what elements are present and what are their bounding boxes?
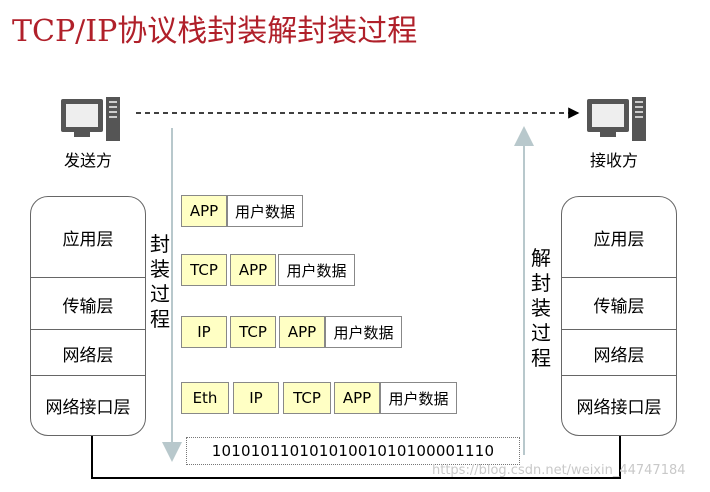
receiver-layer-transport: 传输层 [562,277,676,330]
tcp-header: TCP [283,382,331,414]
user-data: 用户数据 [380,382,457,414]
bitstream: 10101011010101001010100001110 [186,437,520,465]
receiver-stack: 应用层 传输层 网络层 网络接口层 [561,196,677,436]
app-header: APP [279,316,325,348]
receiver-label: 接收方 [590,151,639,170]
ip-header: IP [181,316,227,348]
physical-link [91,435,621,479]
tcp-header: TCP [181,254,227,286]
user-data: 用户数据 [278,254,355,286]
user-data: 用户数据 [227,195,303,227]
page-title: TCP/IP协议栈封装解封装过程 [12,14,418,49]
sender-computer-icon [60,96,122,146]
ip-header: IP [233,382,279,414]
tcp-header: TCP [230,316,276,348]
sender-stack: 应用层 传输层 网络层 网络接口层 [30,196,146,436]
sender-label: 发送方 [64,151,113,170]
eth-header: Eth [181,382,229,414]
receiver-layer-application: 应用层 [593,229,645,250]
user-data: 用户数据 [325,316,402,348]
app-header: APP [181,195,227,227]
decap-label: 解封装过程 [530,246,552,371]
sender-layer-application: 应用层 [62,229,114,250]
app-header: APP [230,254,276,286]
receiver-layer-link: 网络接口层 [562,375,676,435]
app-header: APP [334,382,380,414]
sender-layer-link: 网络接口层 [31,375,145,435]
receiver-layer-network: 网络层 [562,329,676,376]
sender-layer-network: 网络层 [31,329,145,376]
sender-layer-transport: 传输层 [31,277,145,330]
encap-label: 封装过程 [149,232,171,332]
watermark: https://blog.csdn.net/weixin_44747184 [432,463,686,478]
receiver-computer-icon [586,96,648,146]
